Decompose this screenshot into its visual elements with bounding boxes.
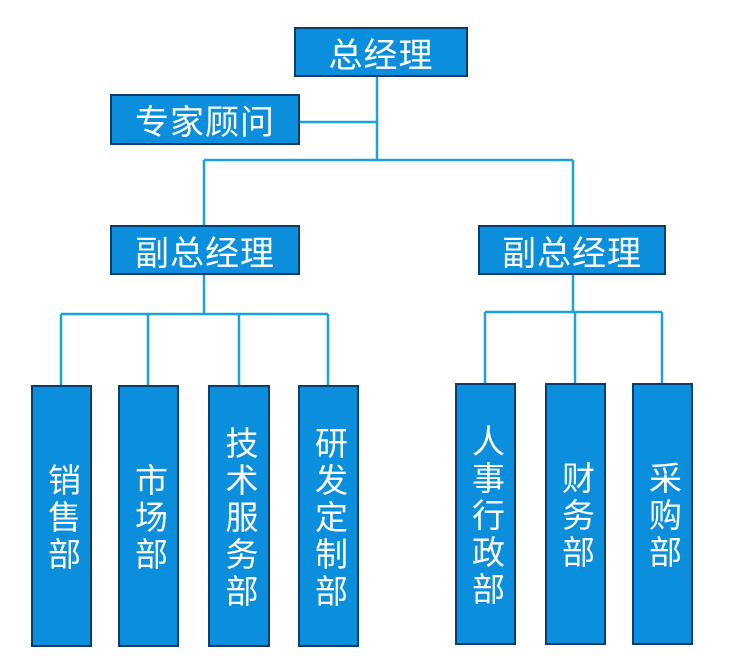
- node-general-manager-label: 总经理: [328, 35, 434, 76]
- node-dept-sales-label: 销售部: [42, 462, 82, 574]
- node-general-manager: 总经理: [294, 27, 468, 77]
- node-dept-sales: 销售部: [31, 385, 92, 647]
- node-dept-procurement-label: 采购部: [643, 460, 683, 572]
- node-vp-right: 副总经理: [478, 225, 666, 275]
- node-dept-marketing: 市场部: [118, 385, 179, 647]
- node-vp-right-label: 副总经理: [502, 233, 642, 274]
- node-dept-finance: 财务部: [545, 383, 606, 645]
- node-dept-hr-admin-label: 人事行政部: [466, 423, 506, 609]
- node-vp-left: 副总经理: [110, 225, 300, 275]
- node-dept-rnd-custom-label: 研发定制部: [309, 425, 349, 611]
- node-expert-advisor: 专家顾问: [110, 94, 300, 145]
- node-expert-advisor-label: 专家顾问: [135, 103, 275, 143]
- node-dept-hr-admin: 人事行政部: [455, 383, 516, 645]
- node-dept-procurement: 采购部: [632, 383, 693, 645]
- node-dept-finance-label: 财务部: [556, 460, 596, 572]
- node-dept-tech-service: 技术服务部: [208, 385, 270, 647]
- node-dept-tech-service-label: 技术服务部: [220, 425, 259, 611]
- node-dept-marketing-label: 市场部: [129, 462, 169, 574]
- node-vp-left-label: 副总经理: [135, 233, 275, 274]
- node-dept-rnd-custom: 研发定制部: [298, 385, 359, 647]
